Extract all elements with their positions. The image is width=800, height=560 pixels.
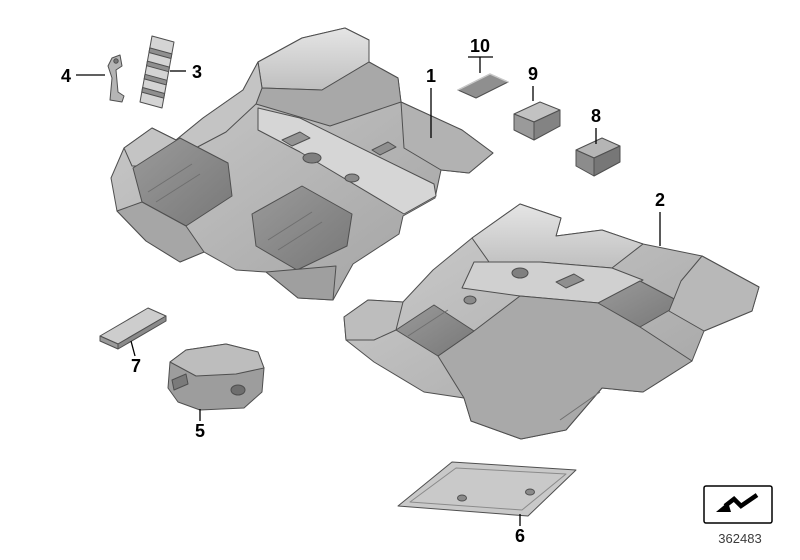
callout-6-label[interactable]: 6 <box>515 526 525 546</box>
callout-10-label[interactable]: 10 <box>470 36 490 56</box>
callout-4-label[interactable]: 4 <box>61 66 71 86</box>
rear-floor-covering <box>343 203 760 440</box>
callout-3[interactable]: 3 <box>170 62 202 82</box>
callout-9-label[interactable]: 9 <box>528 64 538 84</box>
callout-1[interactable]: 1 <box>426 66 436 138</box>
callout-8[interactable]: 8 <box>591 106 601 144</box>
foam-insert <box>167 343 265 411</box>
floor-mat <box>397 461 577 517</box>
callout-2[interactable]: 2 <box>655 190 665 246</box>
callout-10[interactable]: 10 <box>468 36 493 73</box>
callout-5-label[interactable]: 5 <box>195 421 205 441</box>
callout-2-label[interactable]: 2 <box>655 190 665 210</box>
callout-1-label[interactable]: 1 <box>426 66 436 86</box>
callout-5[interactable]: 5 <box>195 409 205 441</box>
callout-7-label[interactable]: 7 <box>131 356 141 376</box>
mounting-bracket <box>107 54 125 103</box>
zigzag-direction-arrow-icon <box>716 493 759 512</box>
callout-4[interactable]: 4 <box>61 66 105 86</box>
diagram-number: 362483 <box>718 531 761 546</box>
front-floor-covering <box>110 27 494 301</box>
callout-7-leader <box>130 340 136 357</box>
damping-pad <box>457 73 509 99</box>
callout-8-label[interactable]: 8 <box>591 106 601 126</box>
trim-strip <box>99 307 167 350</box>
diagram-legend: 362483 <box>703 485 773 546</box>
footrest-insert <box>139 35 175 109</box>
callout-9[interactable]: 9 <box>528 64 538 101</box>
callout-3-label[interactable]: 3 <box>192 62 202 82</box>
foam-block-small <box>575 137 621 177</box>
callout-7[interactable]: 7 <box>130 340 141 376</box>
callout-6[interactable]: 6 <box>515 514 525 546</box>
foam-block-medium <box>513 101 561 141</box>
